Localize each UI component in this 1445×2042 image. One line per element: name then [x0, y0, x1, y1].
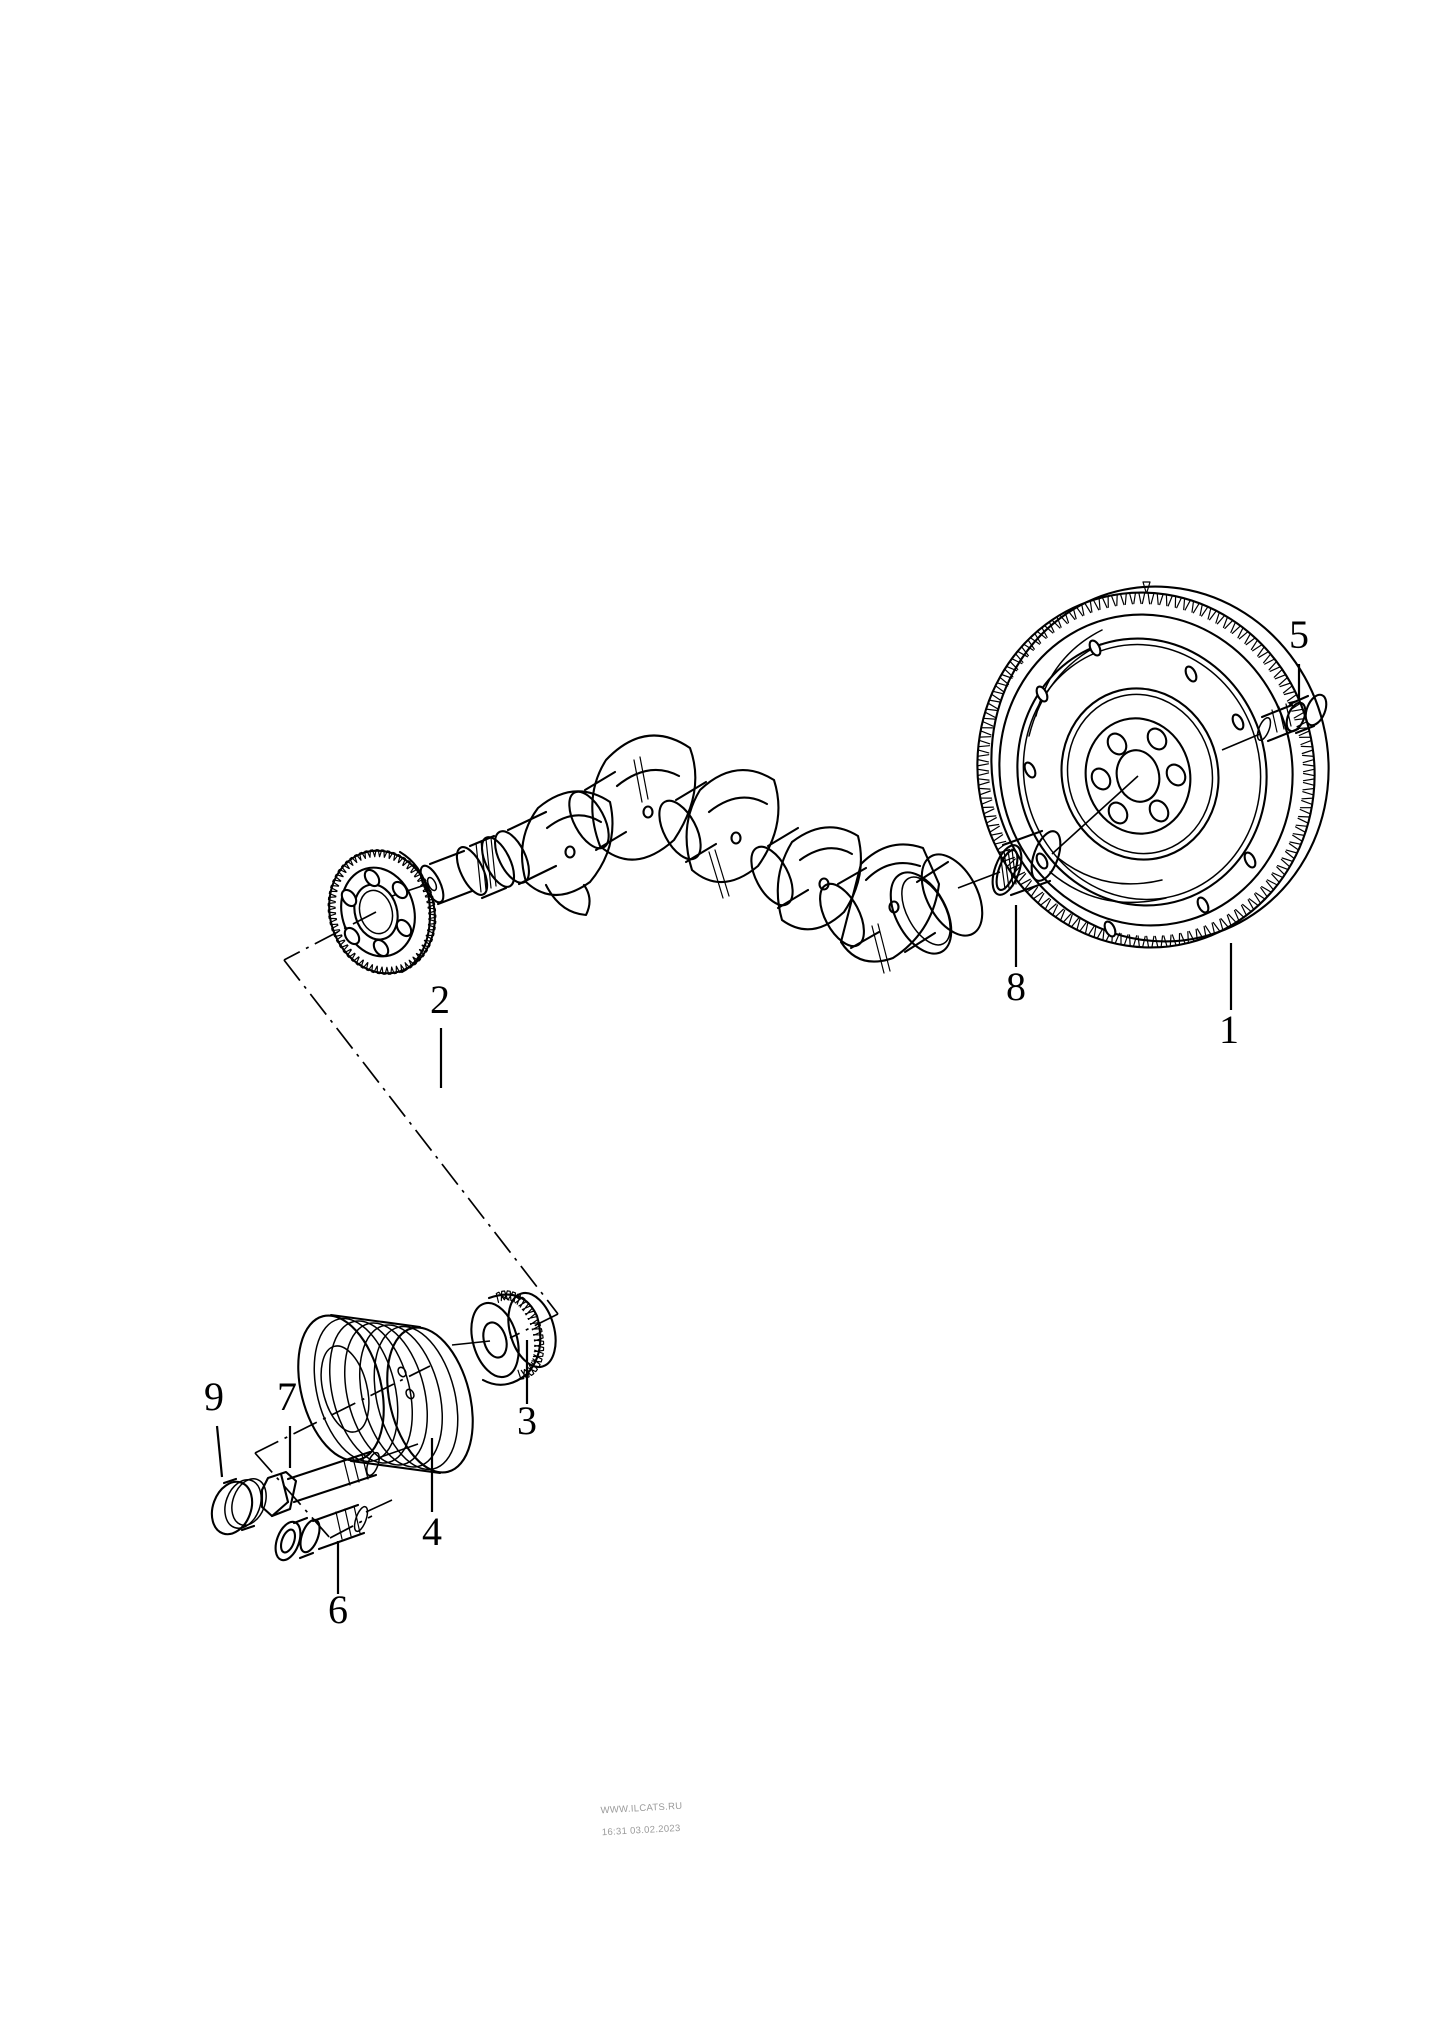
part-sender-wheel: [327, 849, 437, 975]
callout-label-2: 2: [430, 977, 450, 1022]
callout-label-6: 6: [328, 1587, 348, 1632]
callout-label-9: 9: [204, 1374, 224, 1419]
source-watermark: WWW.ILCATS.RU 16:31 03.02.2023: [588, 1790, 685, 1850]
flywheel-hub-bolt-holes: [1090, 727, 1187, 825]
callout-8: 8: [1006, 905, 1026, 1009]
ring-gear-teeth: [976, 581, 1316, 948]
part-flywheel-bolt: [1221, 693, 1328, 751]
callout-1: 1: [1219, 943, 1239, 1052]
crank-splines: [475, 837, 497, 893]
crank-rear-flange: [889, 853, 984, 955]
crank-main-journal-3: [750, 826, 810, 910]
part-sealing-cap: [210, 1477, 267, 1536]
crank-web-3: [776, 826, 862, 931]
callout-4: 4: [422, 1438, 442, 1554]
callout-6: 6: [328, 1541, 348, 1632]
callout-label-5: 5: [1289, 612, 1309, 657]
part-belt-pulley: [297, 1313, 474, 1475]
callout-5: 5: [1289, 612, 1309, 700]
gear-teeth: [327, 849, 437, 975]
part-pilot-bearing: [957, 775, 1139, 897]
callout-label-3: 3: [517, 1398, 537, 1443]
crank-front-stub: [419, 810, 558, 906]
watermark-site: WWW.ILCATS.RU: [600, 1800, 683, 1817]
crank-web-1: [591, 734, 697, 861]
callout-label-7: 7: [277, 1374, 297, 1419]
callout-label-1: 1: [1219, 1007, 1239, 1052]
callout-label-4: 4: [422, 1509, 442, 1554]
callout-2: 2: [430, 977, 450, 1088]
flywheel-outer-holes: [1023, 639, 1257, 938]
part-centre-bolt: [260, 1443, 419, 1518]
callout-label-8: 8: [1006, 964, 1026, 1009]
crank-main-journal-1: [568, 770, 628, 852]
part-chain-sprocket: [451, 1290, 557, 1386]
gear-teeth: [976, 592, 1316, 948]
crank-rod-journal-2: [658, 780, 718, 864]
callout-7: 7: [277, 1374, 297, 1468]
crank-rod-journal-4: [819, 866, 881, 950]
part-crankshaft: [391, 734, 984, 974]
part-pulley-flange-bolt: [274, 1499, 393, 1562]
callout-leader-9: [215, 1425, 224, 1478]
assembly-centreline: [283, 911, 559, 1339]
callout-3: 3: [517, 1340, 537, 1443]
callout-9: 9: [204, 1374, 224, 1478]
gear-teeth: [495, 1290, 545, 1380]
callout-layer: 1 2 3 4 5 6 7 8 9: [204, 612, 1309, 1632]
part-flywheel: [976, 581, 1330, 949]
crank-web-2: [685, 769, 780, 899]
watermark-time: 16:31 03.02.2023: [601, 1822, 681, 1839]
crank-front-web: [520, 790, 614, 917]
